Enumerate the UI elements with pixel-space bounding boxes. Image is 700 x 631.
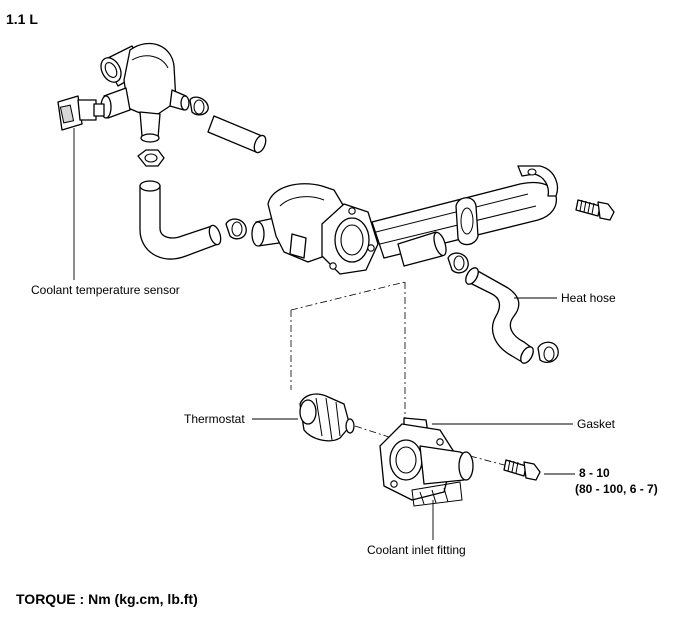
torque-value-alt-label: (80 - 100, 6 - 7) <box>575 482 658 496</box>
l-shaped-hose-part <box>139 180 222 260</box>
thermostat-part <box>299 393 355 442</box>
coolant-temperature-sensor-label: Coolant temperature sensor <box>31 283 180 297</box>
thermostat-label: Thermostat <box>184 412 245 426</box>
water-pipe-part <box>371 165 559 267</box>
gasket-label: Gasket <box>577 417 616 431</box>
heat-hose-part <box>465 267 534 364</box>
heat-hose-label: Heat hose <box>561 291 616 305</box>
coolant-inlet-fitting-label: Coolant inlet fitting <box>367 543 466 557</box>
bypass-hose-part <box>207 115 267 154</box>
coolant-temperature-sensor-part <box>57 95 105 131</box>
torque-units-footer: TORQUE : Nm (kg.cm, lb.ft) <box>16 591 198 607</box>
thermostat-housing-part <box>100 42 209 143</box>
hose-clamp-part <box>225 218 247 240</box>
heat-hose-clamp-upper <box>447 252 469 274</box>
assembly-guide-lines <box>290 281 509 467</box>
water-inlet-housing-part <box>251 183 379 275</box>
torque-value-label: 8 - 10 <box>579 466 610 480</box>
heat-hose-clamp-lower <box>537 341 559 364</box>
coolant-inlet-fitting-part <box>379 423 474 507</box>
nut-part <box>137 149 165 167</box>
leader-lines <box>73 128 575 540</box>
pipe-bolt-part <box>575 199 615 221</box>
fitting-bolt-part <box>503 459 541 481</box>
diagram-title: 1.1 L <box>6 11 38 27</box>
